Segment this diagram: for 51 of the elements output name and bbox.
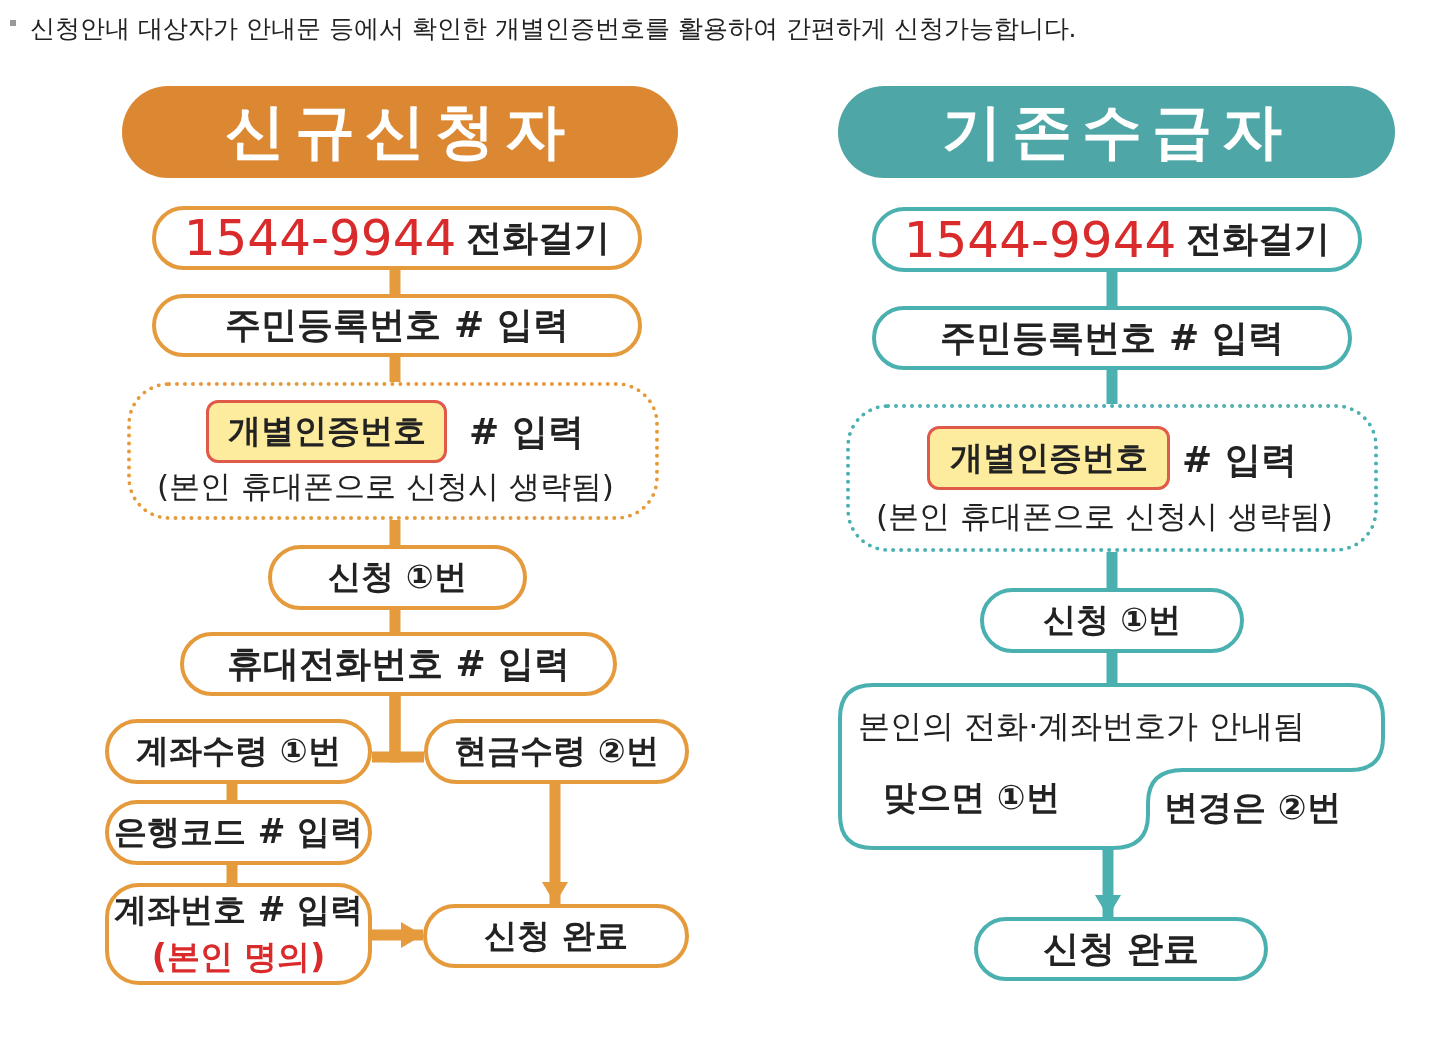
box-label: 신청 ①번 (328, 556, 467, 598)
connector-line (389, 270, 401, 294)
box-label: 신청 완료 (1042, 926, 1200, 971)
box-label: 전화걸기 (466, 215, 611, 260)
process-box (872, 306, 1352, 370)
process-box (974, 917, 1268, 981)
note-text: (본인 명의) (151, 936, 326, 978)
connector-line (389, 696, 424, 763)
process-box (105, 883, 372, 985)
box-label: 주민등록번호 # 입력 (940, 315, 1284, 360)
process-box (423, 904, 689, 968)
box-label: 신청 완료 (484, 914, 628, 957)
box-label: 계좌번호 # 입력 (114, 889, 363, 931)
header-title: 신규신청자 (225, 94, 575, 168)
highlight-box (927, 426, 1170, 490)
note-text: (본인 휴대폰으로 신청시 생략됨) (876, 497, 1333, 536)
connector-line (389, 610, 401, 632)
header-title: 기존수급자 (941, 94, 1292, 168)
process-box (180, 632, 617, 696)
phone-number: 1544-9944 (183, 209, 457, 267)
box-label: 변경은 ②번 (1164, 786, 1341, 829)
box-label: 현금수령 ②번 (454, 730, 659, 772)
box-label: 신청 ①번 (1042, 599, 1182, 641)
connector-line (1106, 653, 1118, 683)
box-label: 은행코드 # 입력 (114, 811, 363, 853)
arrow (1095, 850, 1121, 917)
box-label: 맞으면 ①번 (883, 776, 1060, 819)
connector-line (1106, 552, 1118, 588)
connector-line (389, 357, 401, 382)
box-label: 주민등록번호 # 입력 (225, 303, 569, 347)
notched-box (838, 683, 1385, 850)
title: 신청안내 대상자가 안내문 등에서 확인한 개별인증번호를 활용하여 간편하게 신청가능합니다. (30, 13, 1077, 45)
connector-line (226, 865, 238, 883)
connector-line (389, 520, 401, 545)
box-label: # 입력 (1182, 438, 1297, 482)
connector-line (226, 784, 238, 800)
process-box (152, 206, 642, 270)
box-label: # 입력 (469, 410, 584, 454)
box-label: 휴대전화번호 # 입력 (226, 641, 571, 686)
arrow (372, 922, 423, 948)
box-label: 전화걸기 (1186, 217, 1331, 261)
box-label: 개별인증번호 (227, 410, 426, 452)
box-label: 본인의 전화·계좌번호가 안내됨 (858, 706, 1305, 747)
box-label: 개별인증번호 (949, 436, 1148, 479)
connector-line (1106, 272, 1118, 306)
box-label: 계좌수령 ①번 (136, 730, 341, 772)
arrow (542, 784, 568, 904)
phone-number: 1544-9944 (903, 210, 1177, 269)
connector-line (1106, 370, 1118, 404)
highlight-box (206, 400, 447, 463)
note-text: (본인 휴대폰으로 신청시 생략됨) (157, 467, 614, 506)
